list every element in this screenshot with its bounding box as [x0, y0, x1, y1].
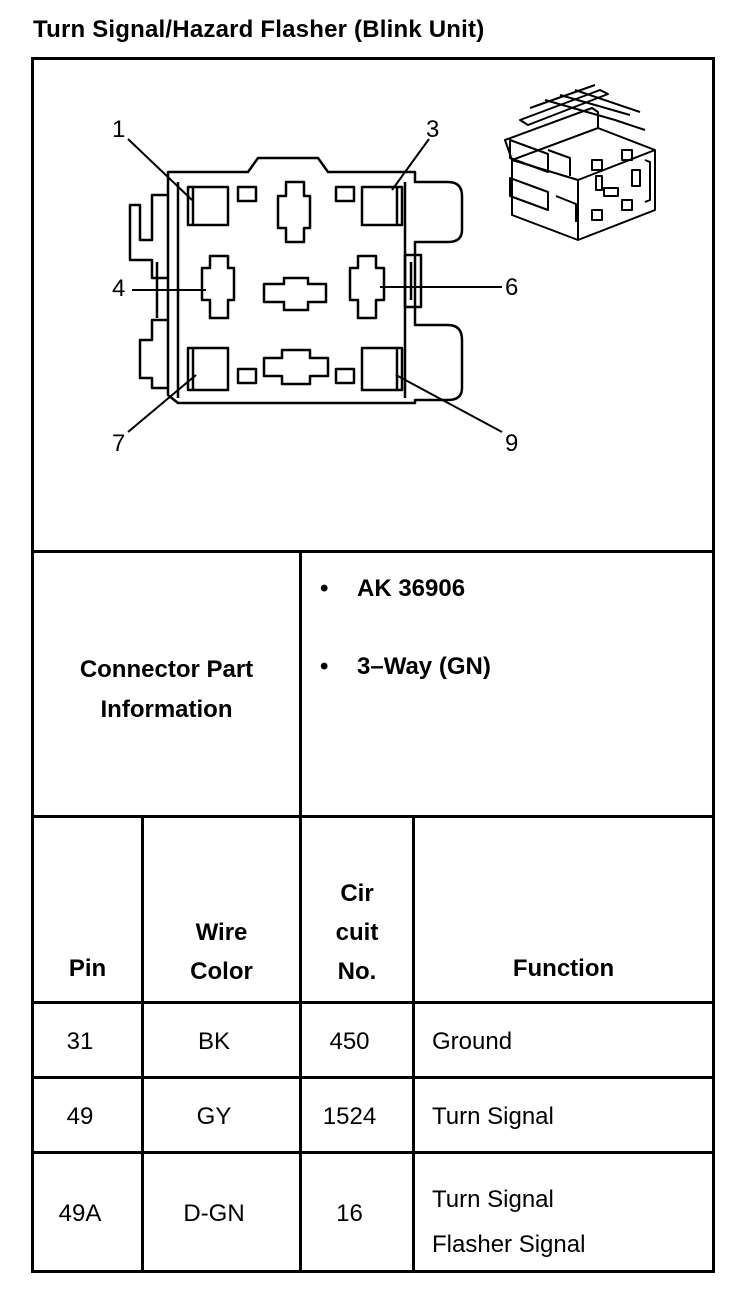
terminal-top-center	[276, 180, 312, 244]
terminal-7	[186, 346, 230, 392]
header-circuit-line3: No.	[337, 958, 377, 985]
table-row-3-function: Turn Signal Flasher Signal	[432, 1177, 585, 1267]
connector-face-diagram	[127, 84, 656, 433]
connector-info-label-line2: Information	[100, 696, 233, 723]
terminal-bottom-center	[262, 348, 330, 386]
bullet-icon: •	[320, 653, 329, 680]
divider-row-1	[31, 1076, 715, 1079]
left-latch-upper	[128, 193, 168, 280]
table-row-2-function: Turn Signal	[432, 1103, 554, 1130]
divider-info-column	[299, 550, 302, 818]
connector-table-frame	[31, 57, 715, 1273]
table-row-3-function-line2: Flasher Signal	[432, 1231, 586, 1258]
terminal-center	[262, 276, 328, 312]
terminal-6	[348, 254, 386, 320]
connector-housing	[166, 156, 464, 405]
table-row-1-pin: 31	[66, 1028, 94, 1055]
divider-row-2	[31, 1151, 715, 1154]
terminal-1	[186, 185, 230, 227]
table-row-1-function: Ground	[432, 1028, 513, 1055]
table-row-1-wire-color: BK	[197, 1028, 230, 1055]
header-wire-color-line2: Color	[190, 958, 253, 985]
pin-label-1: 1	[112, 116, 126, 143]
connector-isometric-view	[504, 84, 656, 241]
connector-type: 3–Way (GN)	[357, 653, 491, 680]
header-pin: Pin	[68, 955, 107, 982]
connector-part-number: AK 36906	[357, 575, 466, 602]
right-side-clip	[403, 253, 423, 309]
table-row-3-function-line1: Turn Signal	[432, 1186, 554, 1213]
pin-label-9: 9	[505, 430, 519, 457]
table-row-3-pin: 49A	[58, 1200, 102, 1227]
header-circuit-line1: Cir	[340, 880, 374, 907]
page-title: Turn Signal/Hazard Flasher (Blink Unit)	[33, 16, 485, 43]
pin-label-6: 6	[505, 274, 519, 301]
terminal-4	[200, 254, 236, 320]
divider-info	[31, 815, 715, 818]
divider-diagram	[31, 550, 715, 553]
divider-header	[31, 1001, 715, 1004]
divider-col-3	[412, 815, 415, 1273]
connector-info-label-line1: Connector Part	[79, 656, 254, 683]
header-circuit: Cir cuit No.	[302, 874, 412, 991]
left-latch-lower	[138, 318, 168, 390]
pin-label-4: 4	[112, 275, 126, 302]
terminal-3	[360, 185, 404, 227]
table-row-1-circuit: 450	[329, 1028, 370, 1055]
divider-col-2	[299, 815, 302, 1273]
table-row-3-wire-color: D-GN	[183, 1200, 245, 1227]
bullet-icon: •	[320, 575, 329, 602]
table-row-3-circuit: 16	[336, 1200, 363, 1227]
header-function: Function	[512, 955, 615, 982]
header-wire-color-line1: Wire	[195, 919, 248, 946]
connector-info-label: Connector Part Information	[34, 650, 299, 730]
divider-col-1	[141, 815, 144, 1273]
table-row-2-pin: 49	[66, 1103, 94, 1130]
header-circuit-line2: cuit	[335, 919, 379, 946]
pin-label-7: 7	[112, 430, 126, 457]
pin-label-3: 3	[426, 116, 440, 143]
table-row-2-wire-color: GY	[196, 1103, 232, 1130]
header-wire-color: Wire Color	[144, 913, 299, 991]
table-row-2-circuit: 1524	[322, 1103, 377, 1130]
terminal-9	[360, 346, 404, 392]
